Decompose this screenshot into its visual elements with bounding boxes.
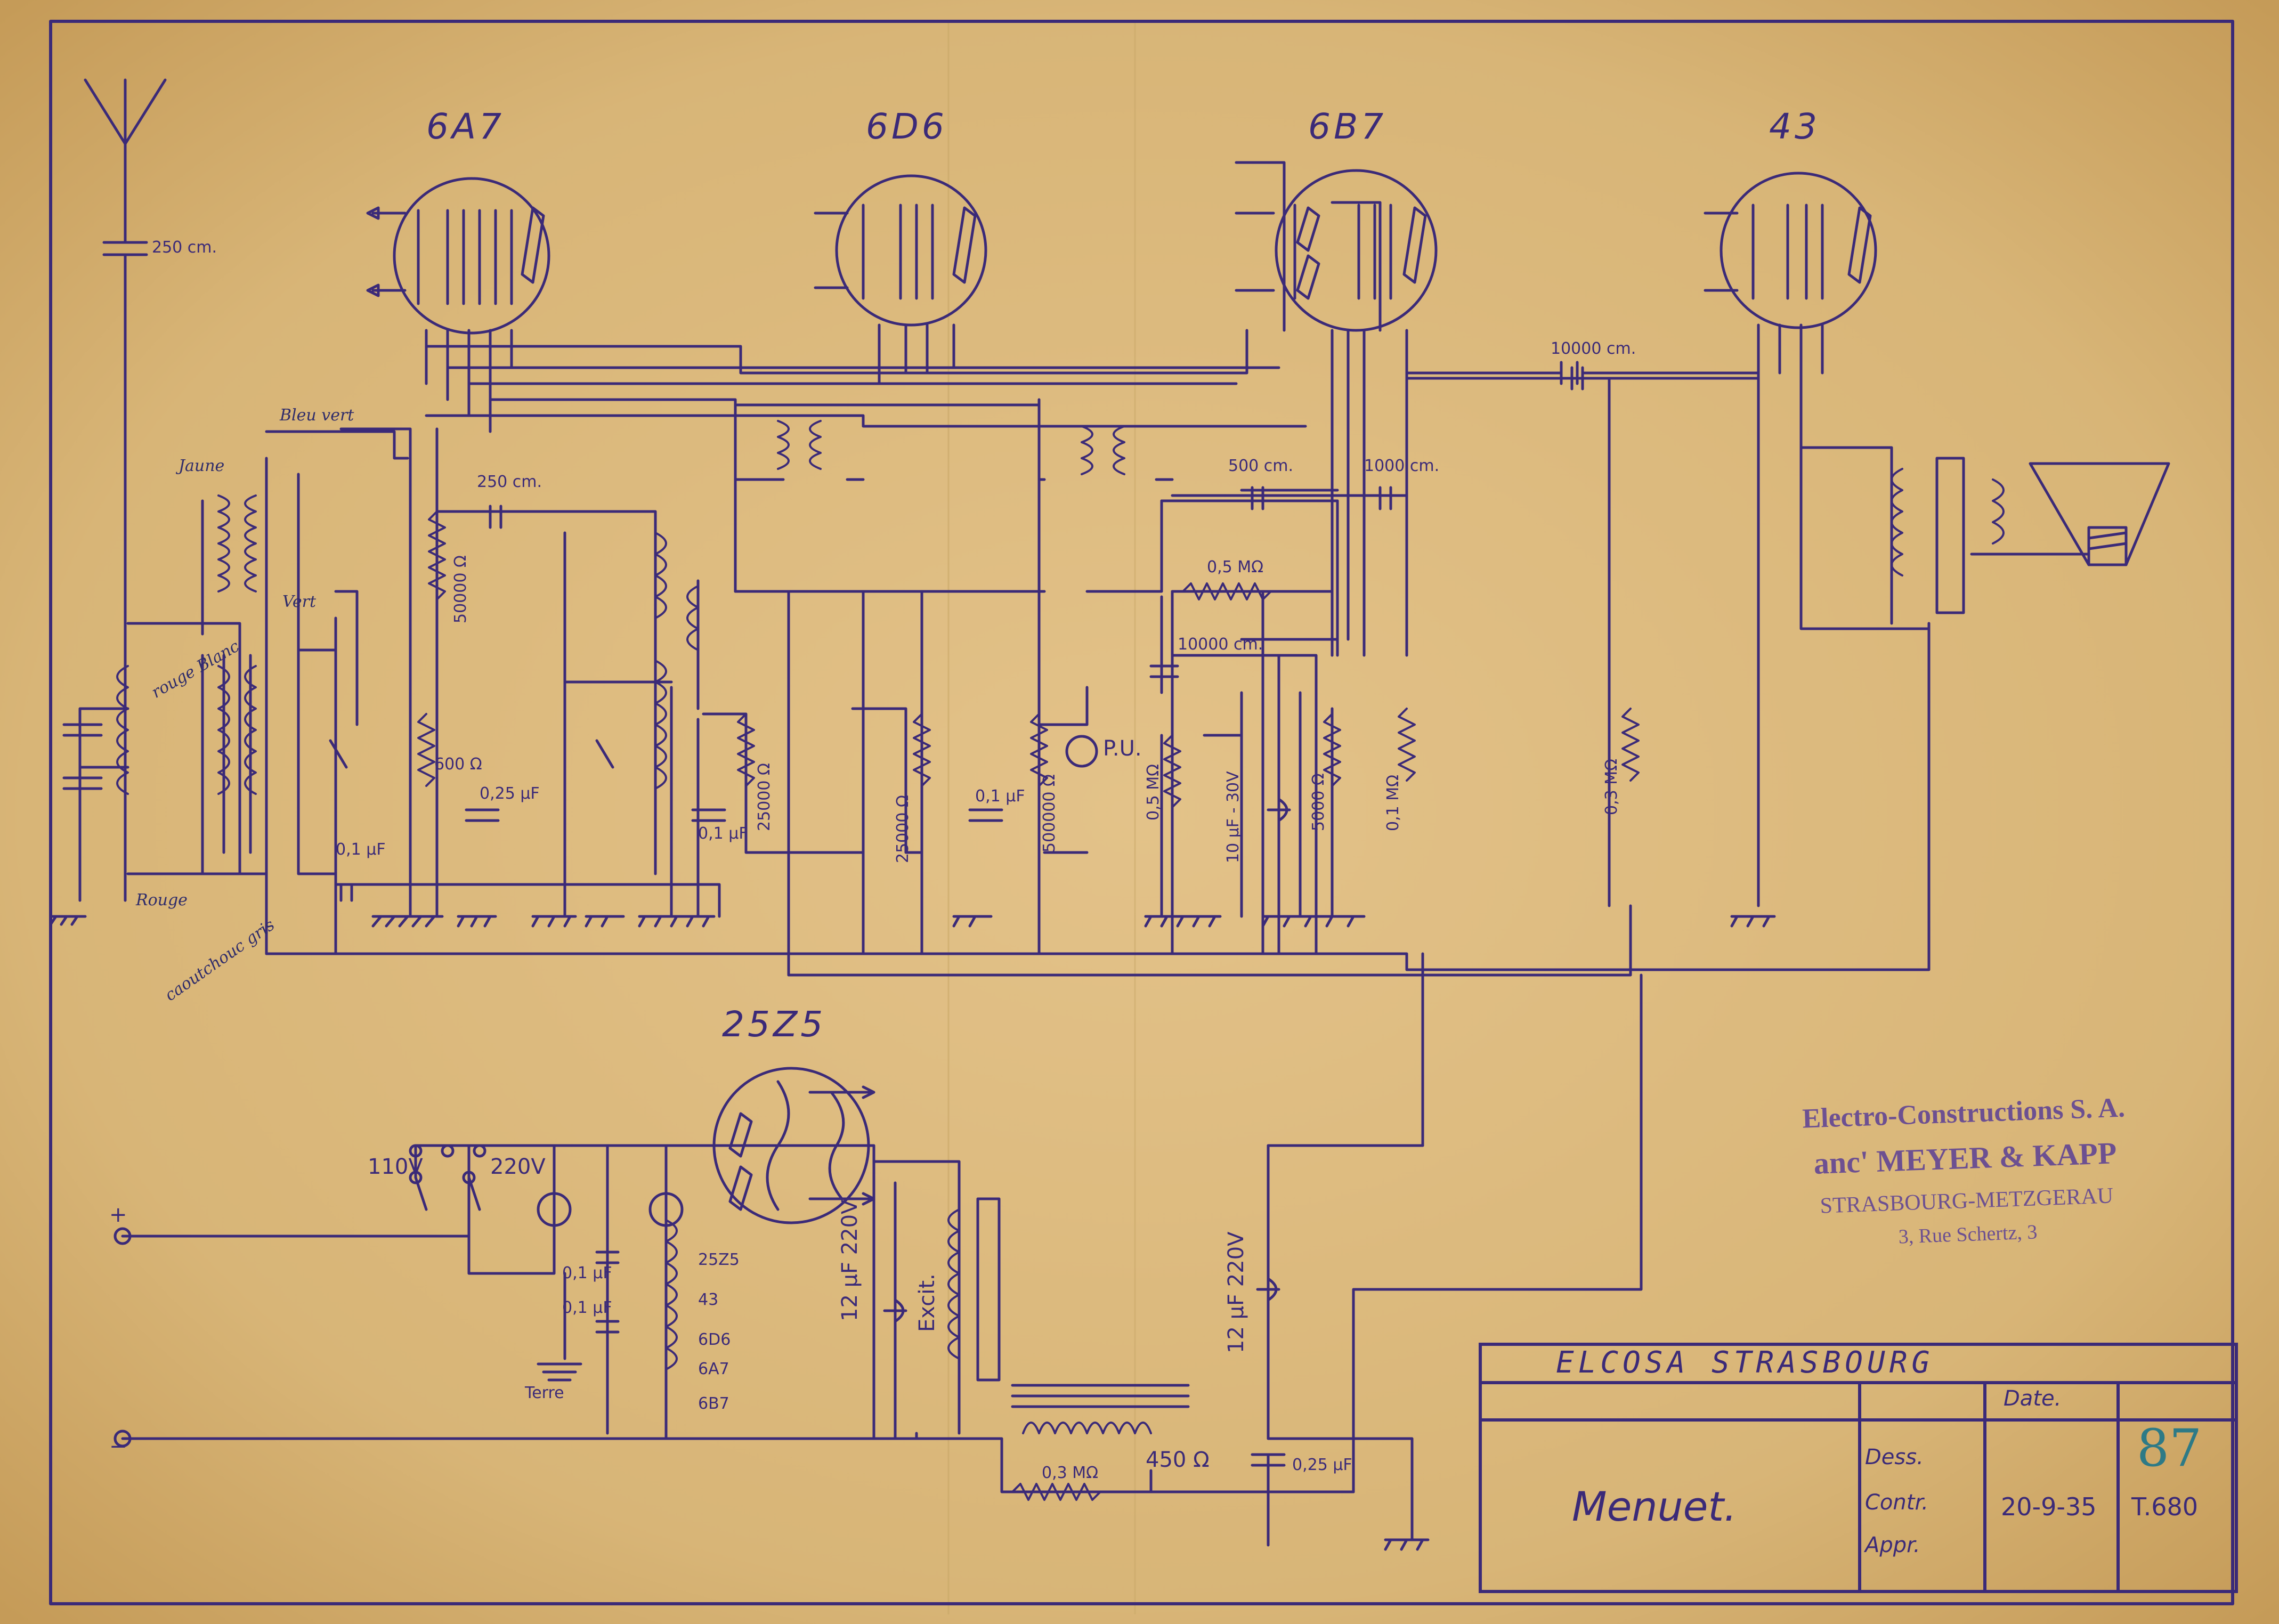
tube-label-6B7: 6B7 xyxy=(1308,106,1387,147)
label-r-5000: 5000 Ω xyxy=(1309,773,1328,831)
label-c-025-ps: 0,25 µF xyxy=(1292,1456,1352,1474)
tube-43 xyxy=(1704,172,1877,907)
resistors xyxy=(417,510,1640,1501)
speaker-icon xyxy=(1970,462,2170,566)
date-header: Date. xyxy=(2004,1386,2062,1411)
model-name: Menuet. xyxy=(1572,1483,1737,1530)
label-c-1000: 1000 cm. xyxy=(1364,457,1440,475)
tube-label-6A7: 6A7 xyxy=(426,106,505,147)
label-c-01-b: 0,1 µF xyxy=(698,824,748,843)
label-c-500: 500 cm. xyxy=(1228,457,1294,475)
label-r-05m-vol: 0,5 MΩ xyxy=(1144,764,1163,821)
heater-43: 43 xyxy=(698,1290,719,1309)
label-c-01-ps1: 0,1 µF xyxy=(562,1264,612,1282)
switches xyxy=(113,735,1098,1448)
label-c-01-c: 0,1 µF xyxy=(975,787,1025,806)
cores xyxy=(222,457,1965,1408)
label-terre: Terre xyxy=(525,1384,564,1402)
label-r-450: 450 Ω xyxy=(1146,1448,1210,1472)
title-block xyxy=(1479,1343,2238,1593)
label-c-grid: 250 cm. xyxy=(477,473,542,491)
label-r-25000-a: 25000 Ω xyxy=(755,763,774,831)
label-r-05m-a: 0,5 MΩ xyxy=(1207,558,1264,576)
label-220v: 220V xyxy=(490,1155,546,1179)
contr-label: Contr. xyxy=(1865,1490,1928,1515)
drawing-date: 20-9-35 xyxy=(2001,1492,2097,1521)
label-plus: + xyxy=(109,1203,127,1227)
antenna-symbol xyxy=(84,78,167,902)
label-r-03m-ps: 0,3 MΩ xyxy=(1042,1464,1099,1482)
note-rouge: Rouge xyxy=(136,891,188,910)
drawing-ref: T.680 xyxy=(2131,1492,2199,1521)
label-c-antenna: 250 cm. xyxy=(152,238,217,257)
tube-label-6D6: 6D6 xyxy=(866,106,947,147)
tube-6A7 xyxy=(366,177,550,433)
label-c-12uf-a: 12 µF 220V xyxy=(838,1199,862,1322)
tube-label-43: 43 xyxy=(1769,106,1820,147)
label-c-01-ps2: 0,1 µF xyxy=(562,1298,612,1317)
note-vert: Vert xyxy=(282,592,317,611)
stamp-line-2: anc' MEYER & KAPP xyxy=(1813,1135,2118,1181)
note-bleu-vert: Bleu vert xyxy=(280,406,354,425)
label-r-25000-b: 25000 Ω xyxy=(894,795,912,863)
label-c-12uf-b: 12 µF 220V xyxy=(1224,1231,1248,1354)
label-pickup: P.U. xyxy=(1103,736,1142,761)
label-minus: − xyxy=(109,1434,127,1459)
label-r-500000: 500000 Ω xyxy=(1040,774,1059,852)
label-110v: 110V xyxy=(368,1155,423,1179)
note-jaune: Jaune xyxy=(179,457,225,475)
label-c-10uf: 10 µF - 30V xyxy=(1224,771,1243,863)
heater-6A7: 6A7 xyxy=(698,1360,729,1378)
tube-label-25Z5: 25Z5 xyxy=(722,1004,826,1045)
stamp-line-3: STRASBOURG-METZGERAU xyxy=(1819,1183,2114,1219)
tube-6D6 xyxy=(814,174,987,385)
drawing-border xyxy=(49,20,2234,1605)
tube-6B7 xyxy=(1235,161,1438,657)
heater-6D6: 6D6 xyxy=(698,1330,731,1349)
appr-label: Appr. xyxy=(1865,1533,1920,1557)
ground-symbols xyxy=(49,915,1776,1551)
dess-label: Dess. xyxy=(1865,1445,1924,1469)
label-c-10000: 10000 cm. xyxy=(1178,635,1263,654)
heater-25Z5: 25Z5 xyxy=(698,1251,740,1269)
label-c-coupling: 10000 cm. xyxy=(1551,339,1636,358)
coils xyxy=(116,420,2005,1434)
label-c-025-a: 0,25 µF xyxy=(480,784,540,803)
capacitors xyxy=(339,366,1584,1467)
label-r-03m: 0,3 MΩ xyxy=(1602,758,1621,815)
label-r-600: 600 Ω xyxy=(434,755,482,774)
label-r-osc: 50000 Ω xyxy=(451,555,470,623)
label-excit: Excit. xyxy=(915,1273,939,1332)
stamp-line-4: 3, Rue Schertz, 3 xyxy=(1898,1221,2038,1248)
label-r-01m: 0,1 MΩ xyxy=(1384,774,1402,831)
heater-6B7: 6B7 xyxy=(698,1394,729,1413)
company-name: ELCOSA STRASBOURG xyxy=(1556,1345,1934,1380)
label-c-01-a: 0,1 µF xyxy=(336,840,386,859)
pencil-number: 87 xyxy=(2137,1418,2202,1478)
company-stamp: Electro-Constructions S. A. anc' MEYER &… xyxy=(1793,1092,2139,1285)
